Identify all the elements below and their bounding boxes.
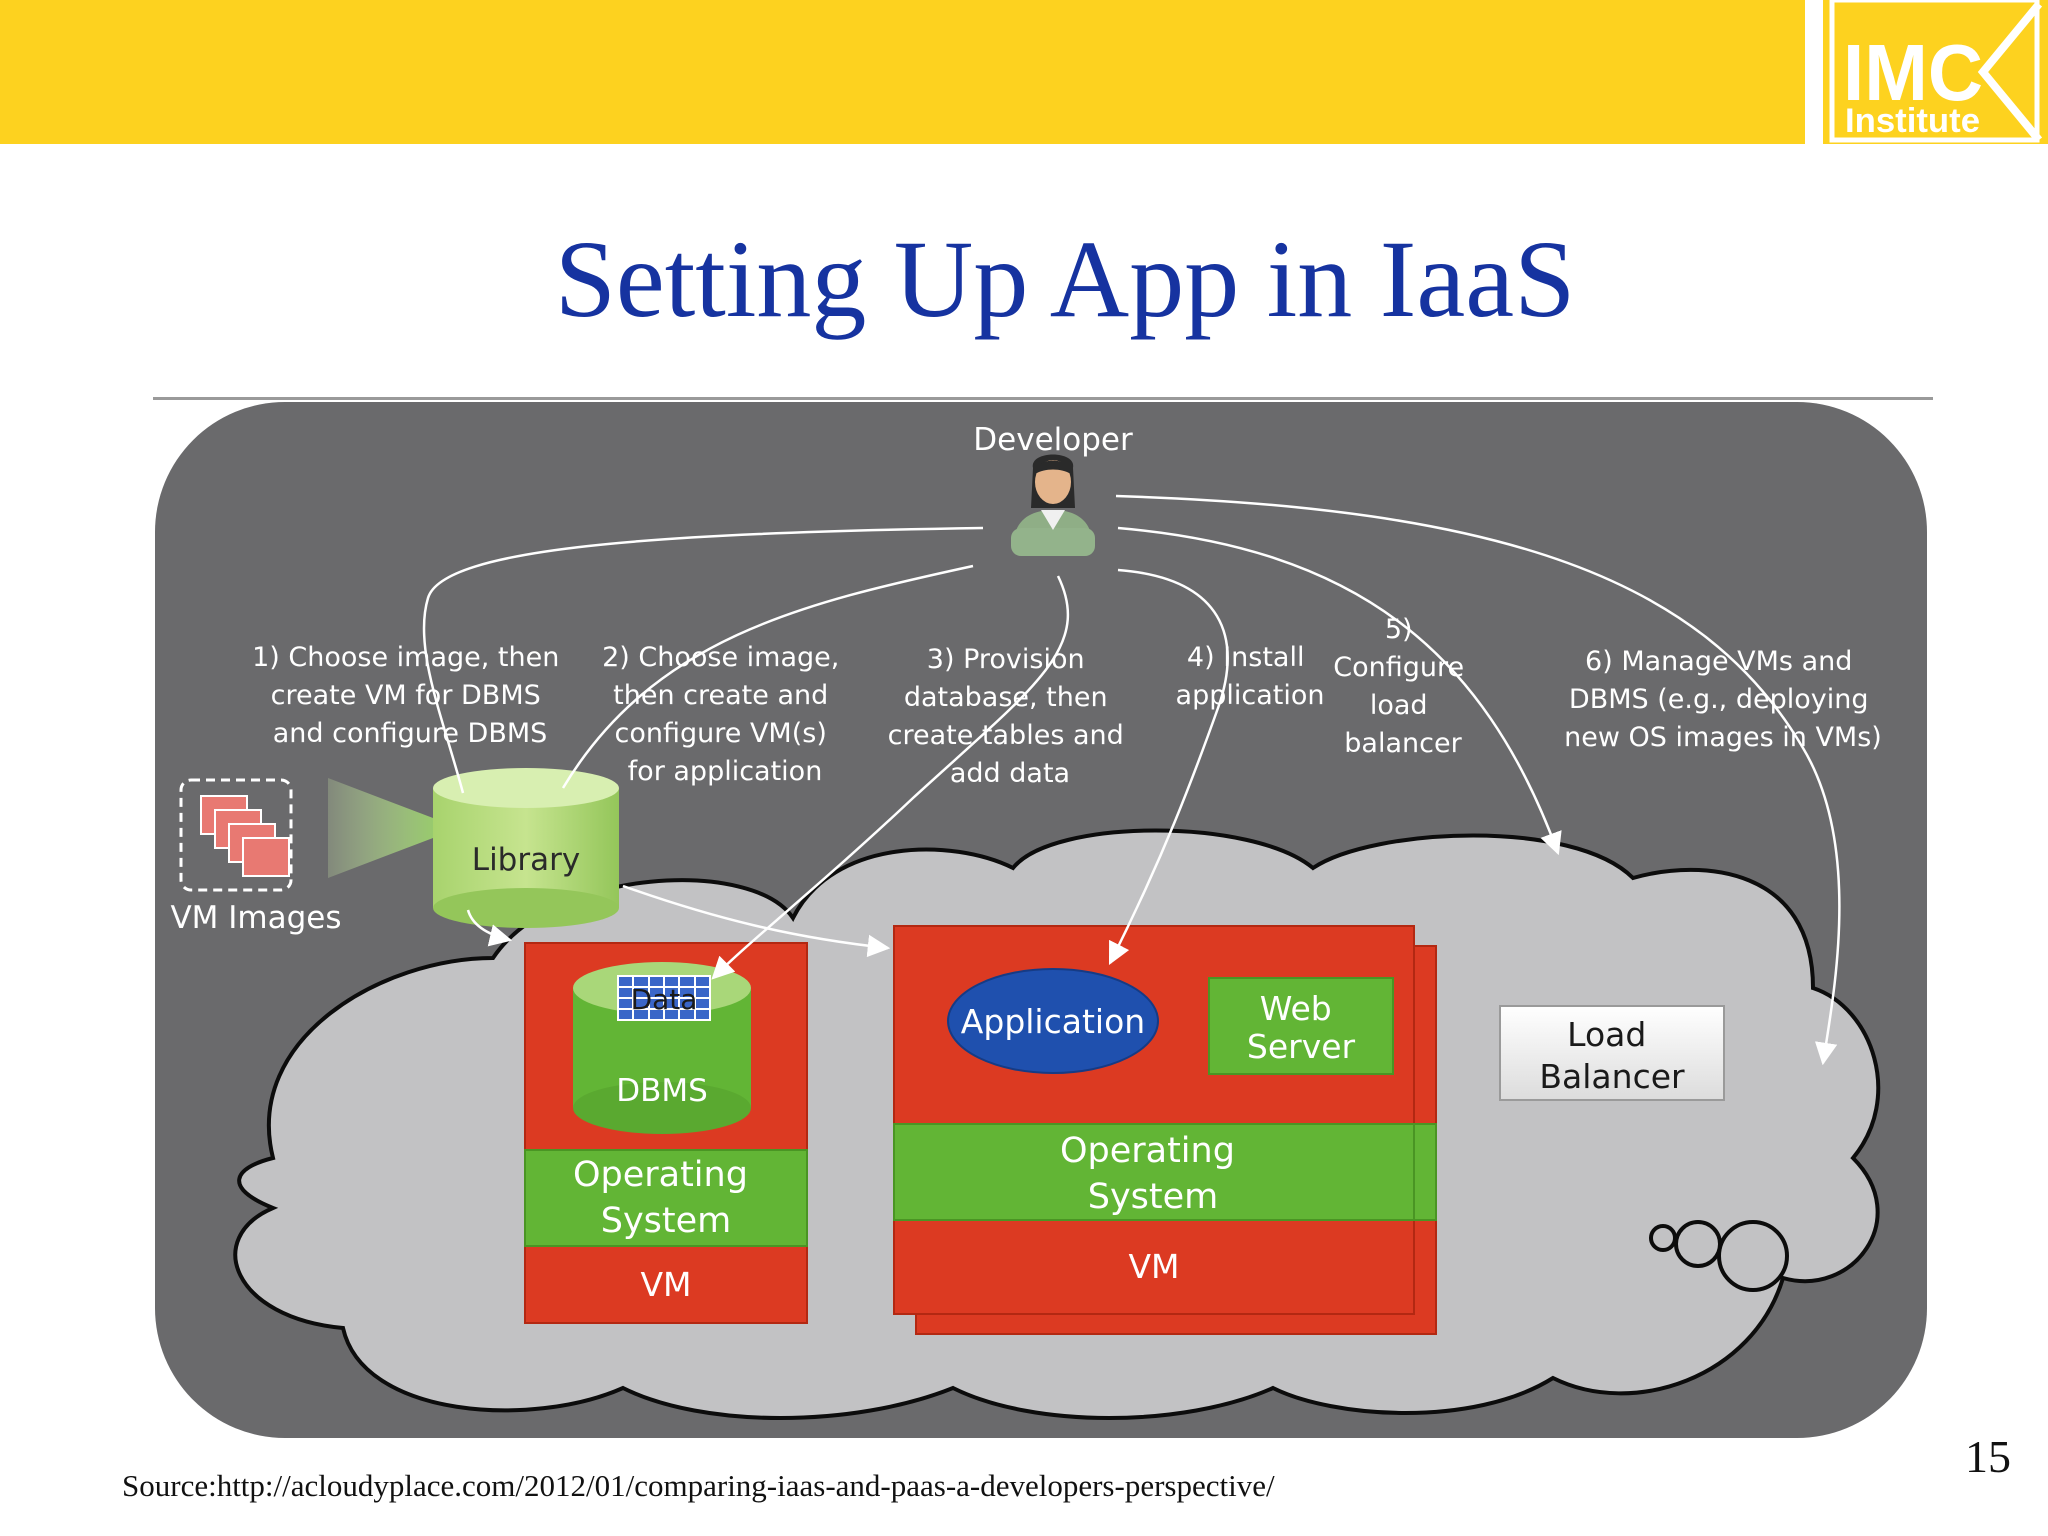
dbms-label: DBMS [616,1073,708,1109]
step-6-label: 6) Manage VMs and DBMS (e.g., deploying … [1564,646,1882,753]
header-bar [0,0,1805,144]
arrow-step-6 [1115,494,1841,1066]
source-citation: Source:http://acloudyplace.com/2012/01/c… [122,1468,1275,1503]
data-grid-icon [617,975,711,1021]
library-label: Library [472,842,580,878]
page-number: 15 [1965,1431,2011,1482]
app-vm-label: VM [1128,1247,1179,1286]
data-label: Data [631,983,698,1016]
load-balancer-label: Load Balancer [1539,1015,1685,1096]
library-beam [328,778,433,878]
dbms-os-label: Operating System [573,1155,759,1241]
developer-icon [1011,454,1095,556]
cloud-bubble-large [1717,1220,1789,1292]
vm-images-frame [179,778,293,892]
slide-title: Setting Up App in IaaS [554,218,1576,340]
step-5-label: 5) Configure load balancer [1333,614,1472,759]
cloud-bubble-medium [1674,1220,1722,1268]
workflow-arrows [422,494,1841,1066]
step-4-label: 4) Install application [1176,642,1325,711]
arrow-step-4 [1108,568,1229,966]
library-cylinder [433,768,619,928]
arrow-step-1 [422,526,984,794]
logo-sub-text: Institute [1845,102,1980,140]
arrow-library-to-dbms [466,909,513,947]
vm-image-card [242,837,290,877]
developer-label: Developer [973,422,1133,458]
step-2-label: 2) Choose image, then create and configu… [602,642,848,787]
web-server-label: Web Server [1247,989,1356,1066]
cloud-bubble-small [1649,1224,1677,1252]
arrow-step-5 [1117,526,1562,856]
application-oval [947,968,1159,1074]
arrow-step-2 [561,564,974,789]
logo-main-text: IMC [1843,28,1983,117]
arrow-step-3 [711,575,1069,980]
vm-images-label: VM Images [170,900,341,936]
web-server-box [1208,977,1394,1075]
application-label: Application [961,1002,1145,1041]
load-balancer-box [1499,1005,1725,1101]
app-os-layer [893,1123,1415,1221]
imc-logo: IMC Institute [1823,0,2048,144]
title-divider [153,397,1933,400]
dbms-os-layer [524,1149,808,1247]
iaas-diagram: Developer VM Images Library 1) Choose im… [155,402,1927,1438]
dbms-vm-label: VM [640,1265,691,1304]
app-os-label: Operating System [1060,1131,1246,1217]
step-3-label: 3) Provision database, then create table… [888,644,1133,789]
arrow-library-to-app [622,884,891,958]
step-1-label: 1) Choose image, then create VM for DBMS… [252,642,568,749]
